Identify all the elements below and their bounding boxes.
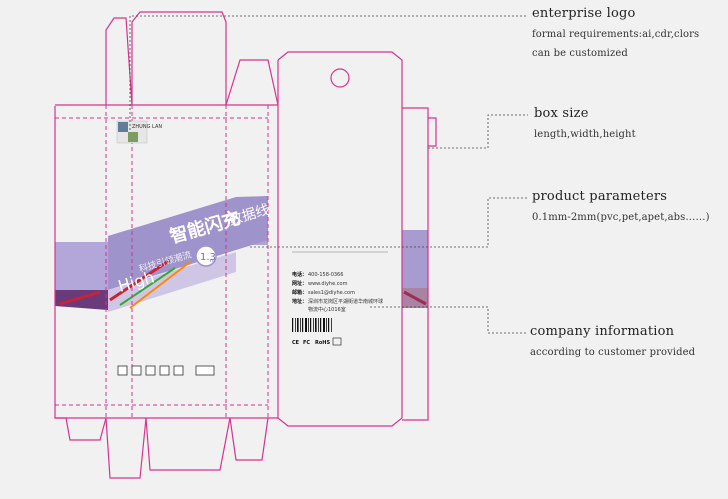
leader-enterprise-logo — [129, 15, 528, 130]
annotation-line: can be customized — [532, 48, 628, 59]
usb-icon — [195, 365, 215, 376]
leader-lines — [129, 15, 528, 334]
contact-label-address: 地址： — [292, 298, 307, 305]
annotation-title: product parameters — [532, 189, 668, 204]
leader-box-size — [428, 114, 528, 149]
annotation-box-size: box size length,width,height — [534, 106, 636, 140]
feature-icons-row — [117, 365, 215, 376]
length-badge-unit: m — [210, 258, 215, 264]
annotation-product-parameters: product parameters 0.1mm-2mm(pvc,pet,ape… — [532, 189, 710, 223]
contact-label-web: 网址： — [292, 280, 307, 287]
dieline — [54, 11, 437, 479]
cert-marks: CE FC RoHS — [292, 337, 342, 346]
contact-value-address: 深圳市龙岗区平湖街道华南城环球 — [308, 298, 383, 305]
annotation-title: box size — [534, 106, 589, 121]
box-logo-text: ZHUNG LAN — [132, 124, 162, 130]
annotation-line: 0.1mm-2mm(pvc,pet,apet,abs……) — [532, 212, 710, 223]
feature-icon-4 — [159, 365, 170, 376]
barcode — [292, 318, 332, 332]
annotation-line: length,width,height — [534, 129, 636, 140]
leader-company-information — [370, 306, 528, 334]
contact-value-web: www.diyhe.com — [308, 281, 348, 287]
purple-band — [55, 196, 428, 292]
contact-label-phone: 电话： — [292, 271, 307, 278]
contact-value-phone: 400-158-0366 — [308, 272, 343, 278]
contact-label-email: 邮箱： — [292, 289, 307, 296]
contact-value-email: sales1@diyhe.com — [308, 290, 355, 296]
annotation-enterprise-logo: enterprise logo formal requirements:ai,c… — [532, 6, 699, 59]
box-logo: ZHUNG LAN — [116, 120, 162, 144]
fc-mark: FC — [303, 340, 310, 346]
annotation-company-information: company information according to custome… — [530, 324, 695, 358]
annotation-line: according to customer provided — [530, 347, 696, 358]
rohs-mark: RoHS — [315, 340, 330, 346]
feature-icon-5 — [173, 365, 184, 376]
streak-decoration — [55, 252, 428, 312]
annotation-title: enterprise logo — [532, 6, 636, 21]
ce-mark: CE — [292, 340, 300, 346]
contact-block: 电话： 400-158-0366 网址： www.diyhe.com 邮箱： s… — [292, 271, 383, 313]
annotation-line: formal requirements:ai,cdr,clors — [532, 29, 700, 40]
annotation-title: company information — [530, 324, 675, 339]
length-badge-value: 1.3 — [200, 252, 216, 263]
length-badge: 1.3 m — [195, 245, 217, 267]
contact-value-address-2: 物流中心1016室 — [308, 306, 346, 313]
feature-icon-3 — [145, 365, 156, 376]
feature-icon-1 — [117, 365, 128, 376]
feature-icon-2 — [131, 365, 142, 376]
leader-product-parameters — [250, 197, 528, 248]
recycle-bin-icon — [332, 337, 342, 346]
